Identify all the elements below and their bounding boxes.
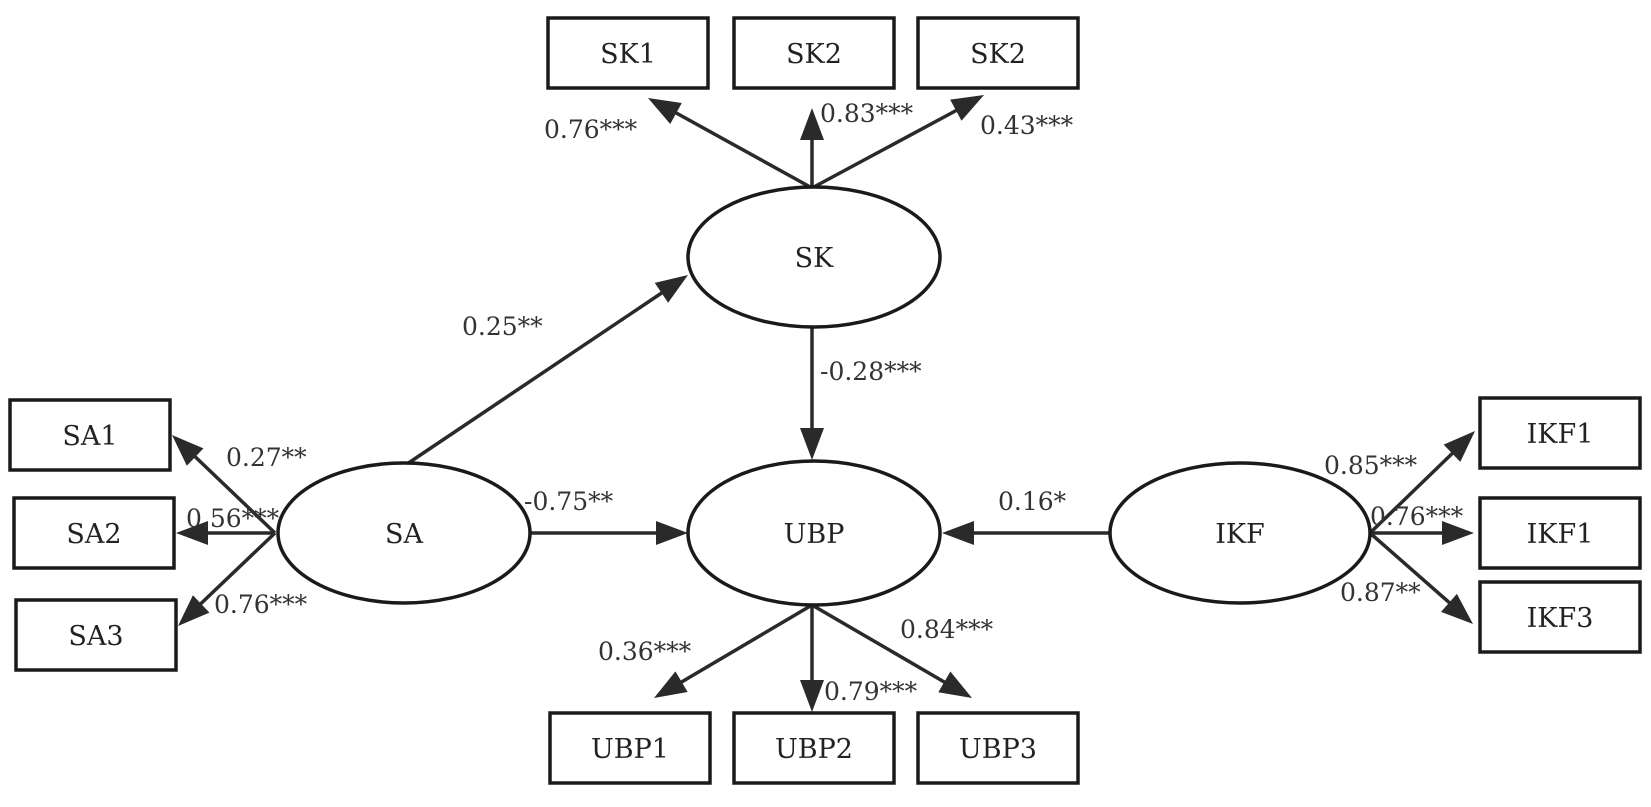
box-sk2b-label: SK2: [970, 39, 1026, 70]
arrowhead-ikf3: [1441, 593, 1473, 624]
label-ikf-ikf1a: 0.85***: [1324, 451, 1418, 480]
arrowhead-ubp-from-sk: [800, 428, 824, 460]
box-sk1: [546, 16, 710, 90]
observed-boxes: SK1 SK2 SK2 SA1 SA2 SA3 IKF1 IKF1 IKF3 U…: [8, 16, 1642, 785]
label-ikf-ikf1b: 0.76***: [1370, 502, 1464, 531]
edge-sk-sk2b: [811, 100, 973, 190]
label-sk-sk2b: 0.43***: [980, 111, 1074, 140]
arrowhead-ubp2: [800, 680, 824, 712]
box-ubp1-label: UBP1: [591, 734, 669, 765]
label-sa-ubp: -0.75**: [524, 487, 614, 516]
box-ikf3: [1478, 580, 1642, 654]
ellipse-sa-label: SA: [385, 519, 423, 550]
arrowhead-ikf1a: [1443, 431, 1475, 462]
edge-ubp-ubp3: [811, 603, 959, 692]
arrowhead-ubp1: [654, 671, 688, 698]
box-sa1-label: SA1: [62, 421, 117, 452]
label-sk-sk2a: 0.83***: [820, 99, 914, 128]
arrowhead-ubp-from-sa: [656, 521, 688, 545]
arrowhead-ikf1b: [1442, 521, 1474, 545]
label-sk-sk1: 0.76***: [544, 115, 638, 144]
arrowhead-sk2a: [800, 108, 824, 140]
arrowhead-sk2b: [950, 95, 984, 121]
arrowhead-sk: [654, 275, 688, 303]
arrowhead-ubp3: [938, 671, 972, 698]
ellipse-ubp: [686, 459, 942, 607]
box-sa1: [8, 398, 172, 472]
ellipse-ikf: [1108, 461, 1372, 605]
ellipse-sk-label: SK: [795, 243, 834, 274]
box-ikf1b-label: IKF1: [1527, 519, 1594, 550]
coefficient-labels: 0.76*** 0.83*** 0.43*** 0.25** -0.28*** …: [186, 99, 1464, 706]
label-sa-sa3: 0.76***: [214, 590, 308, 619]
arrowhead-ubp-from-ikf: [942, 521, 974, 545]
ellipse-sa: [276, 461, 532, 605]
label-sk-ubp: -0.28***: [820, 357, 922, 386]
edge-sk-sk1: [659, 102, 813, 190]
label-ubp-ubp2: 0.79***: [824, 677, 918, 706]
box-ubp1: [548, 711, 712, 785]
box-ubp2-label: UBP2: [775, 734, 853, 765]
label-sa-sk: 0.25**: [462, 312, 543, 341]
box-sa3: [14, 598, 178, 672]
arrowheads: [172, 95, 1475, 712]
edge-sa-sa3: [188, 531, 277, 616]
box-sk2a: [732, 16, 896, 90]
label-sa-sa2: 0.56***: [186, 504, 280, 533]
edge-ubp-ubp1: [667, 603, 813, 692]
box-ubp3-label: UBP3: [959, 734, 1037, 765]
arrowhead-sk1: [648, 98, 682, 124]
arrowhead-sa2: [176, 521, 208, 545]
box-ubp3: [916, 711, 1080, 785]
edge-ikf-ikf1a: [1368, 442, 1464, 535]
edge-ikf-ikf3: [1368, 531, 1462, 614]
box-sa2: [12, 496, 176, 570]
label-ikf-ikf3: 0.87**: [1340, 578, 1421, 607]
edge-sa-sa1: [184, 446, 277, 535]
ellipse-ubp-label: UBP: [784, 519, 845, 550]
box-ikf1a-label: IKF1: [1527, 419, 1594, 450]
box-sa2-label: SA2: [66, 519, 121, 550]
arrowhead-sa1: [172, 435, 204, 466]
box-ikf1a: [1478, 396, 1642, 470]
box-ikf1b: [1478, 496, 1642, 570]
box-sk2a-label: SK2: [786, 39, 842, 70]
label-sa-sa1: 0.27**: [226, 443, 307, 472]
box-sk1-label: SK1: [600, 39, 656, 70]
edge-sa-sk: [403, 282, 676, 468]
ellipse-sk: [686, 185, 942, 329]
label-ubp-ubp1: 0.36***: [598, 637, 692, 666]
label-ikf-ubp: 0.16*: [998, 487, 1067, 516]
edges: [184, 100, 1464, 692]
latent-ellipses: SK SA UBP IKF: [276, 185, 1372, 607]
box-ubp2: [732, 711, 896, 785]
arrowhead-sa3: [178, 595, 210, 626]
ellipse-ikf-label: IKF: [1215, 519, 1265, 550]
label-ubp-ubp3: 0.84***: [900, 615, 994, 644]
box-sa3-label: SA3: [68, 621, 123, 652]
box-ikf3-label: IKF3: [1527, 603, 1594, 634]
box-sk2b: [916, 16, 1080, 90]
